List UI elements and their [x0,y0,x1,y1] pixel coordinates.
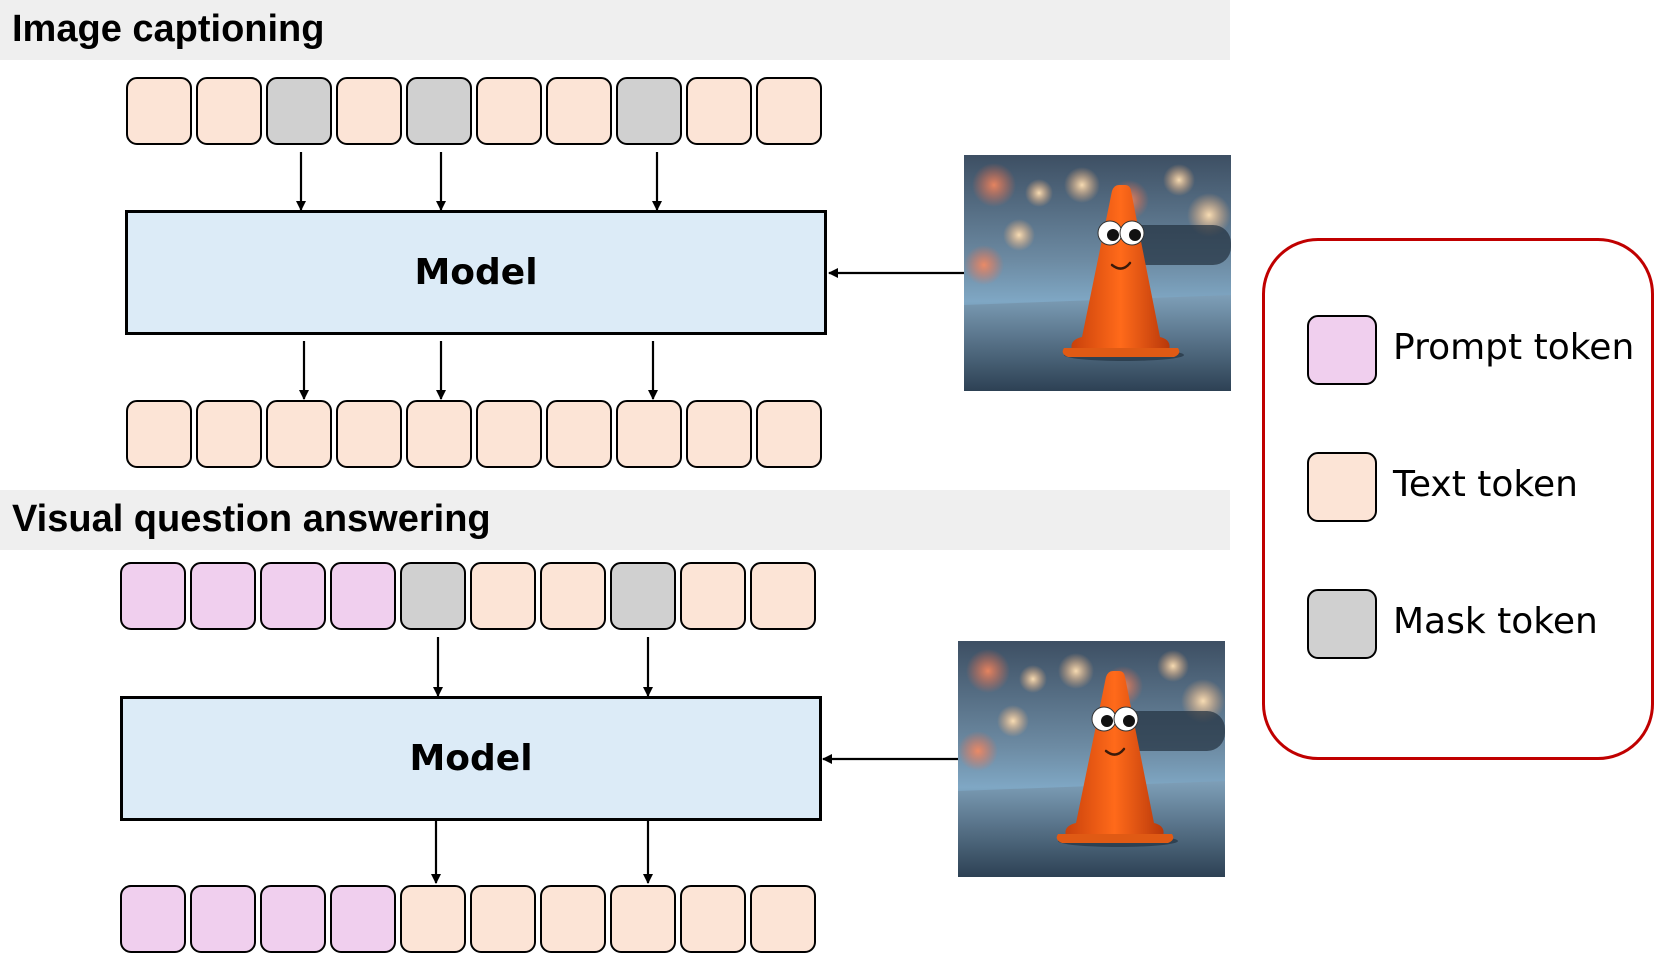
section-title-vqa: Visual question answering [12,498,491,540]
prompt-token [190,885,256,953]
text-token [126,77,192,145]
mask-token [616,77,682,145]
prompt-token [330,885,396,953]
mask-token [400,562,466,630]
mask-token [406,77,472,145]
text-token [126,400,192,468]
prompt-token-swatch [1307,315,1377,385]
text-token [476,77,542,145]
legend-label: Text token [1393,464,1578,505]
text-token [470,885,536,953]
text-token [546,77,612,145]
text-token-swatch [1307,452,1377,522]
text-token [266,400,332,468]
prompt-token [120,885,186,953]
text-token [336,400,402,468]
text-token [610,885,676,953]
traffic-cone-image [958,641,1225,877]
legend-label: Mask token [1393,601,1598,642]
text-token [750,885,816,953]
text-token [470,562,536,630]
text-token [476,400,542,468]
prompt-token [190,562,256,630]
vqa-model-box: Model [120,696,822,821]
section-band-captioning: Image captioning [0,0,1230,60]
mask-token [266,77,332,145]
text-token [756,400,822,468]
text-token [756,77,822,145]
text-token [406,400,472,468]
mask-token [610,562,676,630]
section-band-vqa: Visual question answering [0,490,1230,550]
text-token [680,885,746,953]
text-token [616,400,682,468]
text-token [196,400,262,468]
text-token [686,77,752,145]
captioning-model-label: Model [414,252,538,293]
captioning-model-box: Model [125,210,827,335]
text-token [750,562,816,630]
section-title-captioning: Image captioning [12,8,325,50]
legend-label: Prompt token [1393,327,1635,368]
text-token [196,77,262,145]
mask-token-swatch [1307,589,1377,659]
text-token [400,885,466,953]
prompt-token [260,562,326,630]
text-token [540,885,606,953]
text-token [546,400,612,468]
text-token [680,562,746,630]
prompt-token [260,885,326,953]
vqa-model-label: Model [409,738,533,779]
text-token [336,77,402,145]
text-token [540,562,606,630]
traffic-cone-image [964,155,1231,391]
text-token [686,400,752,468]
prompt-token [330,562,396,630]
legend: Prompt token Text token Mask token [1262,238,1654,760]
prompt-token [120,562,186,630]
